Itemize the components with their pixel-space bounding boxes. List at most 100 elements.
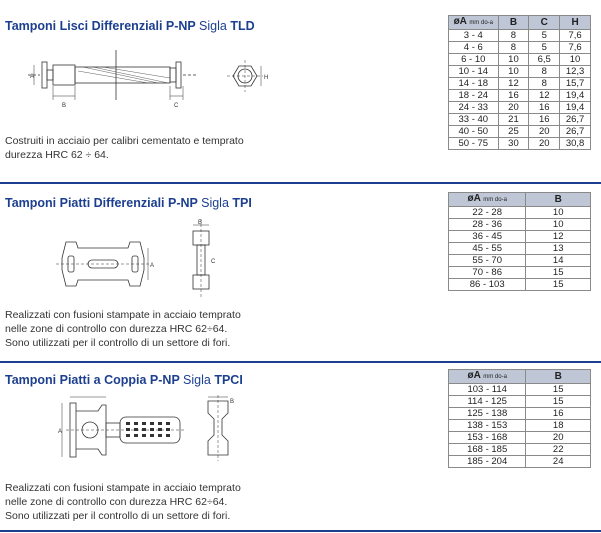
- table-cell: 103 - 114: [447, 383, 527, 396]
- table-cell: 10 - 14: [448, 65, 499, 78]
- table-cell: 7,6: [559, 41, 591, 54]
- table-cell: 10: [497, 65, 530, 78]
- table-cell: 15,7: [559, 77, 591, 90]
- table-cell: 19,4: [559, 89, 591, 102]
- table-cell: 40 - 50: [448, 125, 499, 138]
- table-cell: 33 - 40: [448, 113, 499, 126]
- table-cell: 22: [525, 443, 591, 456]
- table-cell: 50 - 75: [448, 137, 499, 150]
- table-header-row: øA mm do-a B: [447, 369, 591, 384]
- table-cell: 19,4: [559, 101, 591, 114]
- table-cell: 12: [497, 77, 530, 90]
- table-cell: 22 - 28: [447, 206, 527, 219]
- label-b: B: [230, 399, 234, 405]
- section-description: Costruiti in acciaio per calibri cementa…: [5, 135, 244, 161]
- table-cell: 15: [525, 395, 591, 408]
- table-cell: 8: [528, 77, 561, 90]
- tpci-side-drawing: A: [58, 396, 186, 458]
- table-cell: 16: [528, 101, 561, 114]
- label-c: C: [174, 103, 179, 109]
- table-cell: 10: [525, 206, 591, 219]
- table-cell: 20: [528, 125, 561, 138]
- label-c: C: [211, 259, 216, 265]
- tpi-end-drawing: B C: [192, 219, 216, 297]
- label-a: A: [30, 74, 34, 80]
- table-cell: 86 - 103: [447, 278, 527, 291]
- table-cell: 20: [497, 101, 530, 114]
- table-cell: 18: [525, 419, 591, 432]
- table-cell: 6 - 10: [448, 53, 499, 66]
- table-cell: 12,3: [559, 65, 591, 78]
- table-cell: 125 - 138: [447, 407, 527, 420]
- label-b: B: [62, 103, 66, 109]
- table-cell: 138 - 153: [447, 419, 527, 432]
- label-h: H: [264, 75, 268, 81]
- table-cell: 55 - 70: [447, 254, 527, 267]
- table-cell: 10: [559, 53, 591, 66]
- section-description: Realizzati con fusioni stampate in accia…: [5, 482, 241, 522]
- table-cell: 185 - 204: [447, 455, 527, 468]
- table-cell: 6,5: [528, 53, 561, 66]
- section-title: Tamponi Piatti a Coppia P-NP Sigla TPCI: [5, 373, 243, 387]
- tld-side-drawing: A B C: [28, 50, 196, 109]
- table-cell: 25: [497, 125, 530, 138]
- table-cell: 168 - 185: [447, 443, 527, 456]
- section-description: Realizzati con fusioni stampate in accia…: [5, 309, 241, 349]
- table-cell: 8: [528, 65, 561, 78]
- label-b: B: [198, 220, 202, 226]
- table-cell: 15: [525, 383, 591, 396]
- table-cell: 20: [528, 137, 561, 150]
- table-cell: 24: [525, 455, 591, 468]
- table-cell: 114 - 125: [447, 395, 527, 408]
- section-divider: [0, 361, 601, 363]
- section-divider: [0, 182, 601, 184]
- section-tld: Tamponi Lisci Differenziali P-NP Sigla T…: [0, 0, 601, 180]
- label-a: A: [58, 429, 62, 435]
- table-cell: 10: [525, 218, 591, 231]
- section-title: Tamponi Lisci Differenziali P-NP Sigla T…: [5, 19, 255, 33]
- table-cell: 10: [497, 53, 530, 66]
- tld-end-drawing: H: [227, 60, 268, 92]
- table-cell: 36 - 45: [447, 230, 527, 243]
- table-cell: 8: [497, 41, 530, 54]
- table-header-row: øA mm do-a B C H: [448, 15, 591, 30]
- section-title: Tamponi Piatti Differenziali P-NP Sigla …: [5, 196, 252, 210]
- table-cell: 12: [525, 230, 591, 243]
- table-cell: 26,7: [559, 113, 591, 126]
- table-cell: 16: [497, 89, 530, 102]
- table-cell: 26,7: [559, 125, 591, 138]
- table-cell: 20: [525, 431, 591, 444]
- table-cell: 14: [525, 254, 591, 267]
- table-cell: 5: [528, 29, 561, 42]
- table-cell: 21: [497, 113, 530, 126]
- section-tpci: Tamponi Piatti a Coppia P-NP Sigla TPCI …: [0, 363, 601, 533]
- table-cell: 13: [525, 242, 591, 255]
- table-cell: 45 - 55: [447, 242, 527, 255]
- table-cell: 153 - 168: [447, 431, 527, 444]
- tpci-end-drawing: B: [207, 395, 234, 461]
